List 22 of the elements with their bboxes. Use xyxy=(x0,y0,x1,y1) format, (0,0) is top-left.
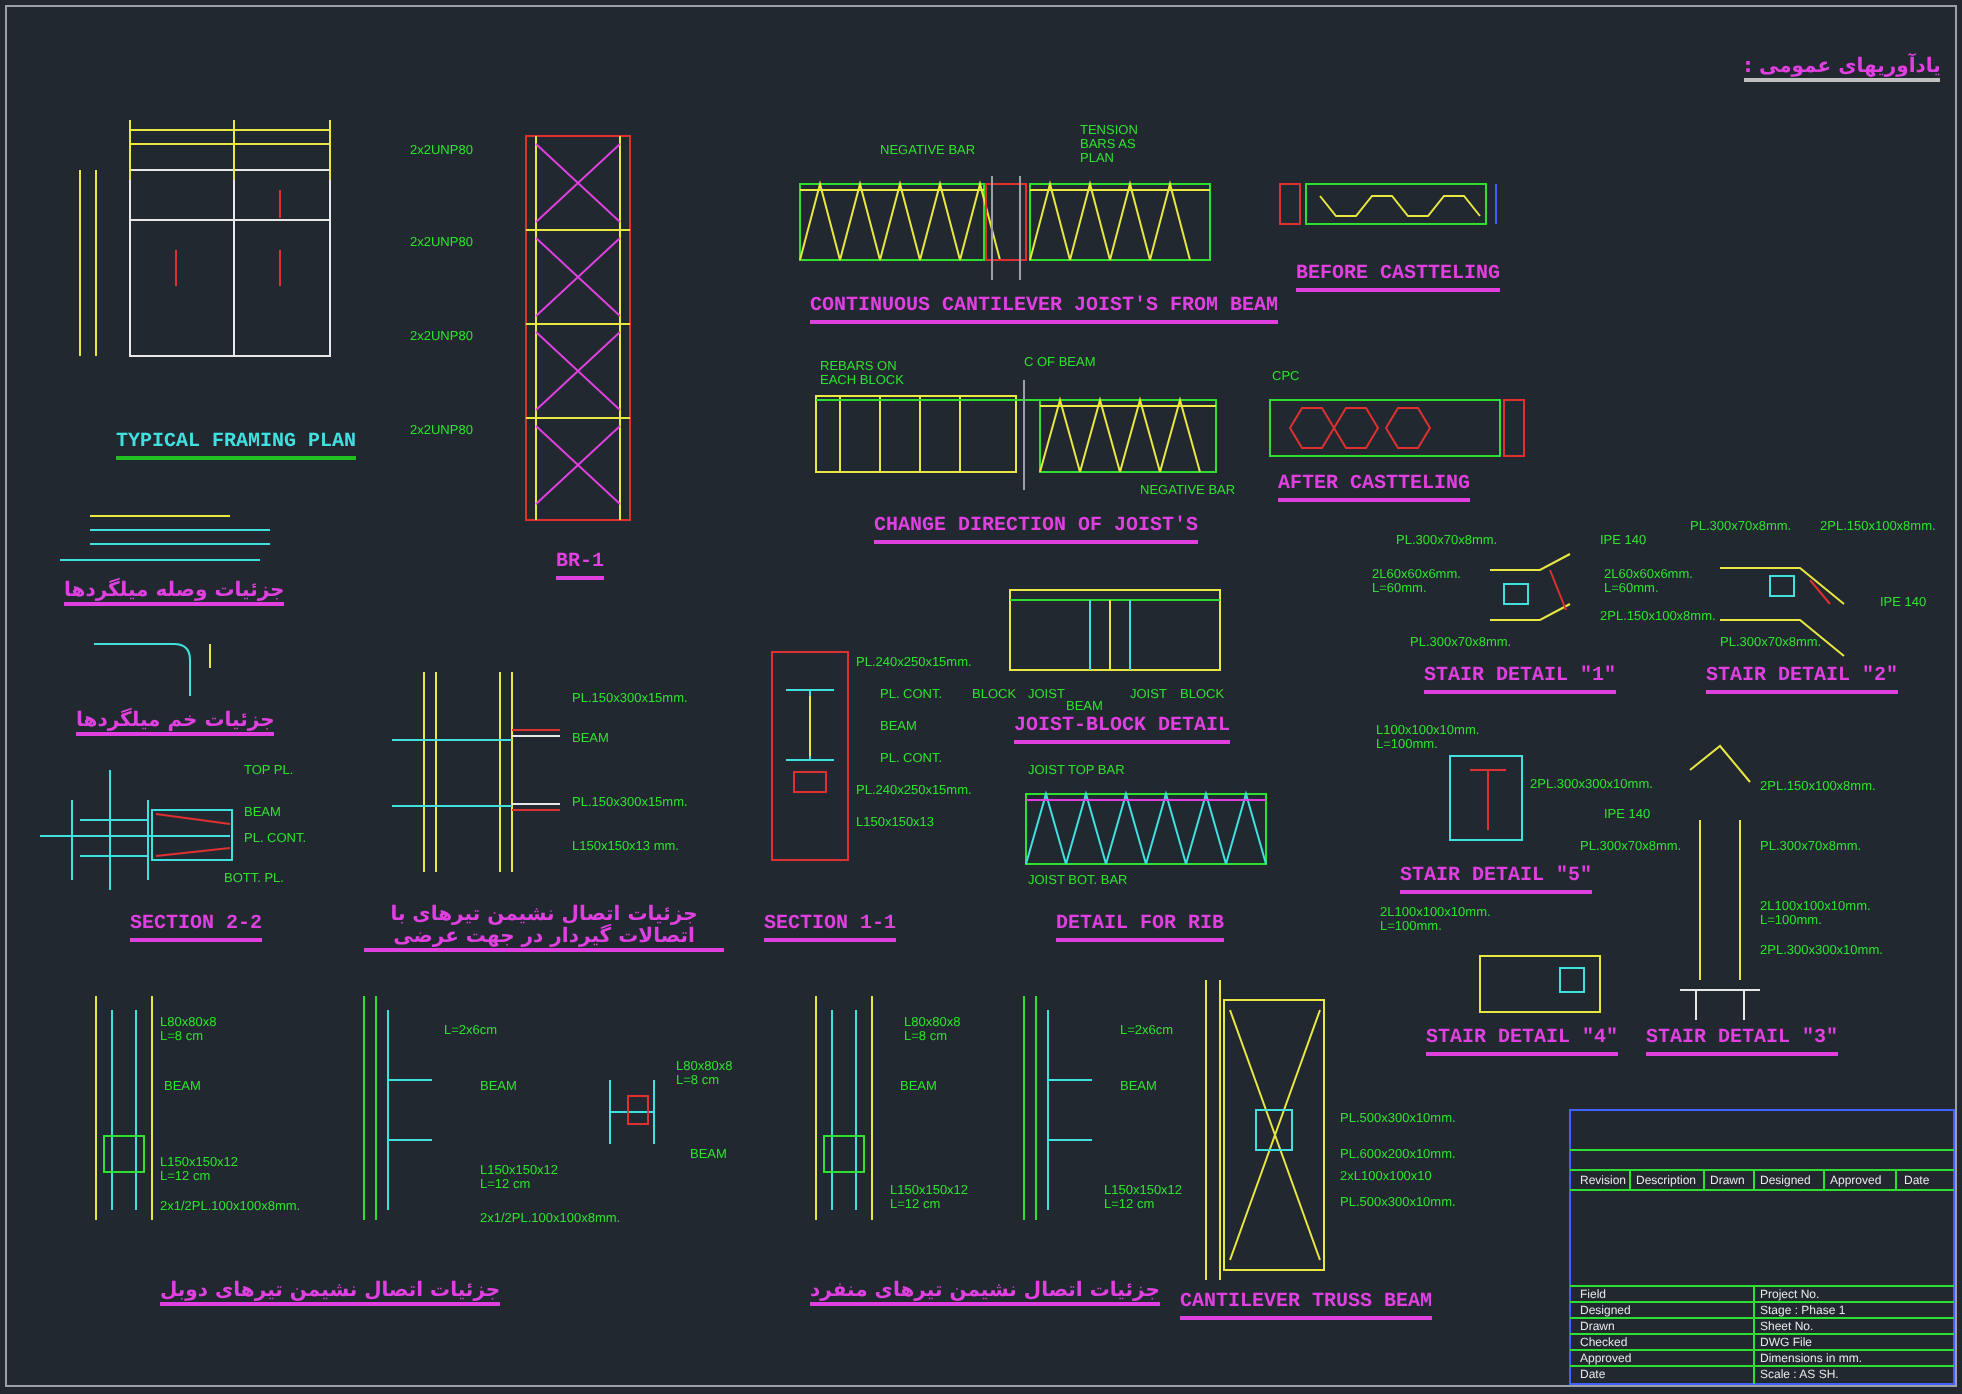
detail-title: STAIR DETAIL "4" xyxy=(1426,1028,1619,1056)
detail-title: JOIST-BLOCK DETAIL xyxy=(1014,716,1231,744)
detail-title: STAIR DETAIL "1" xyxy=(1424,666,1617,694)
detail-title: جزئیات وصله میلگردها xyxy=(64,580,285,606)
detail-title: جزئیات اتصال نشیمن تیرهای منفرد xyxy=(810,1280,1160,1306)
detail-title: جزئیات خم میلگردها xyxy=(76,710,275,736)
detail-title: STAIR DETAIL "5" xyxy=(1400,866,1593,894)
detail-title: BEFORE CASTTELING xyxy=(1296,264,1501,292)
detail-title: CANTILEVER TRUSS BEAM xyxy=(1180,1292,1433,1320)
detail-title: DETAIL FOR RIB xyxy=(1056,914,1225,942)
detail-title: TYPICAL FRAMING PLAN xyxy=(116,432,357,460)
detail-title: SECTION 2-2 xyxy=(130,914,263,942)
detail-title: SECTION 1-1 xyxy=(764,914,897,942)
detail-title: STAIR DETAIL "2" xyxy=(1706,666,1899,694)
detail-title: BR-1 xyxy=(556,552,605,580)
detail-title: STAIR DETAIL "3" xyxy=(1646,1028,1839,1056)
detail-title: جزئیات اتصال نشیمن تیرهای با اتصالات گیردار در جهت عرضی xyxy=(364,904,724,952)
detail-title: جزئیات اتصال نشیمن تیرهای دوبل xyxy=(160,1280,501,1306)
notes-heading: یادآوریهای عمومی : xyxy=(1744,56,1941,82)
detail-title: CONTINUOUS CANTILEVER JOIST'S FROM BEAM xyxy=(810,296,1279,324)
detail-title: AFTER CASTTELING xyxy=(1278,474,1471,502)
detail-title: CHANGE DIRECTION OF JOIST'S xyxy=(874,516,1199,544)
